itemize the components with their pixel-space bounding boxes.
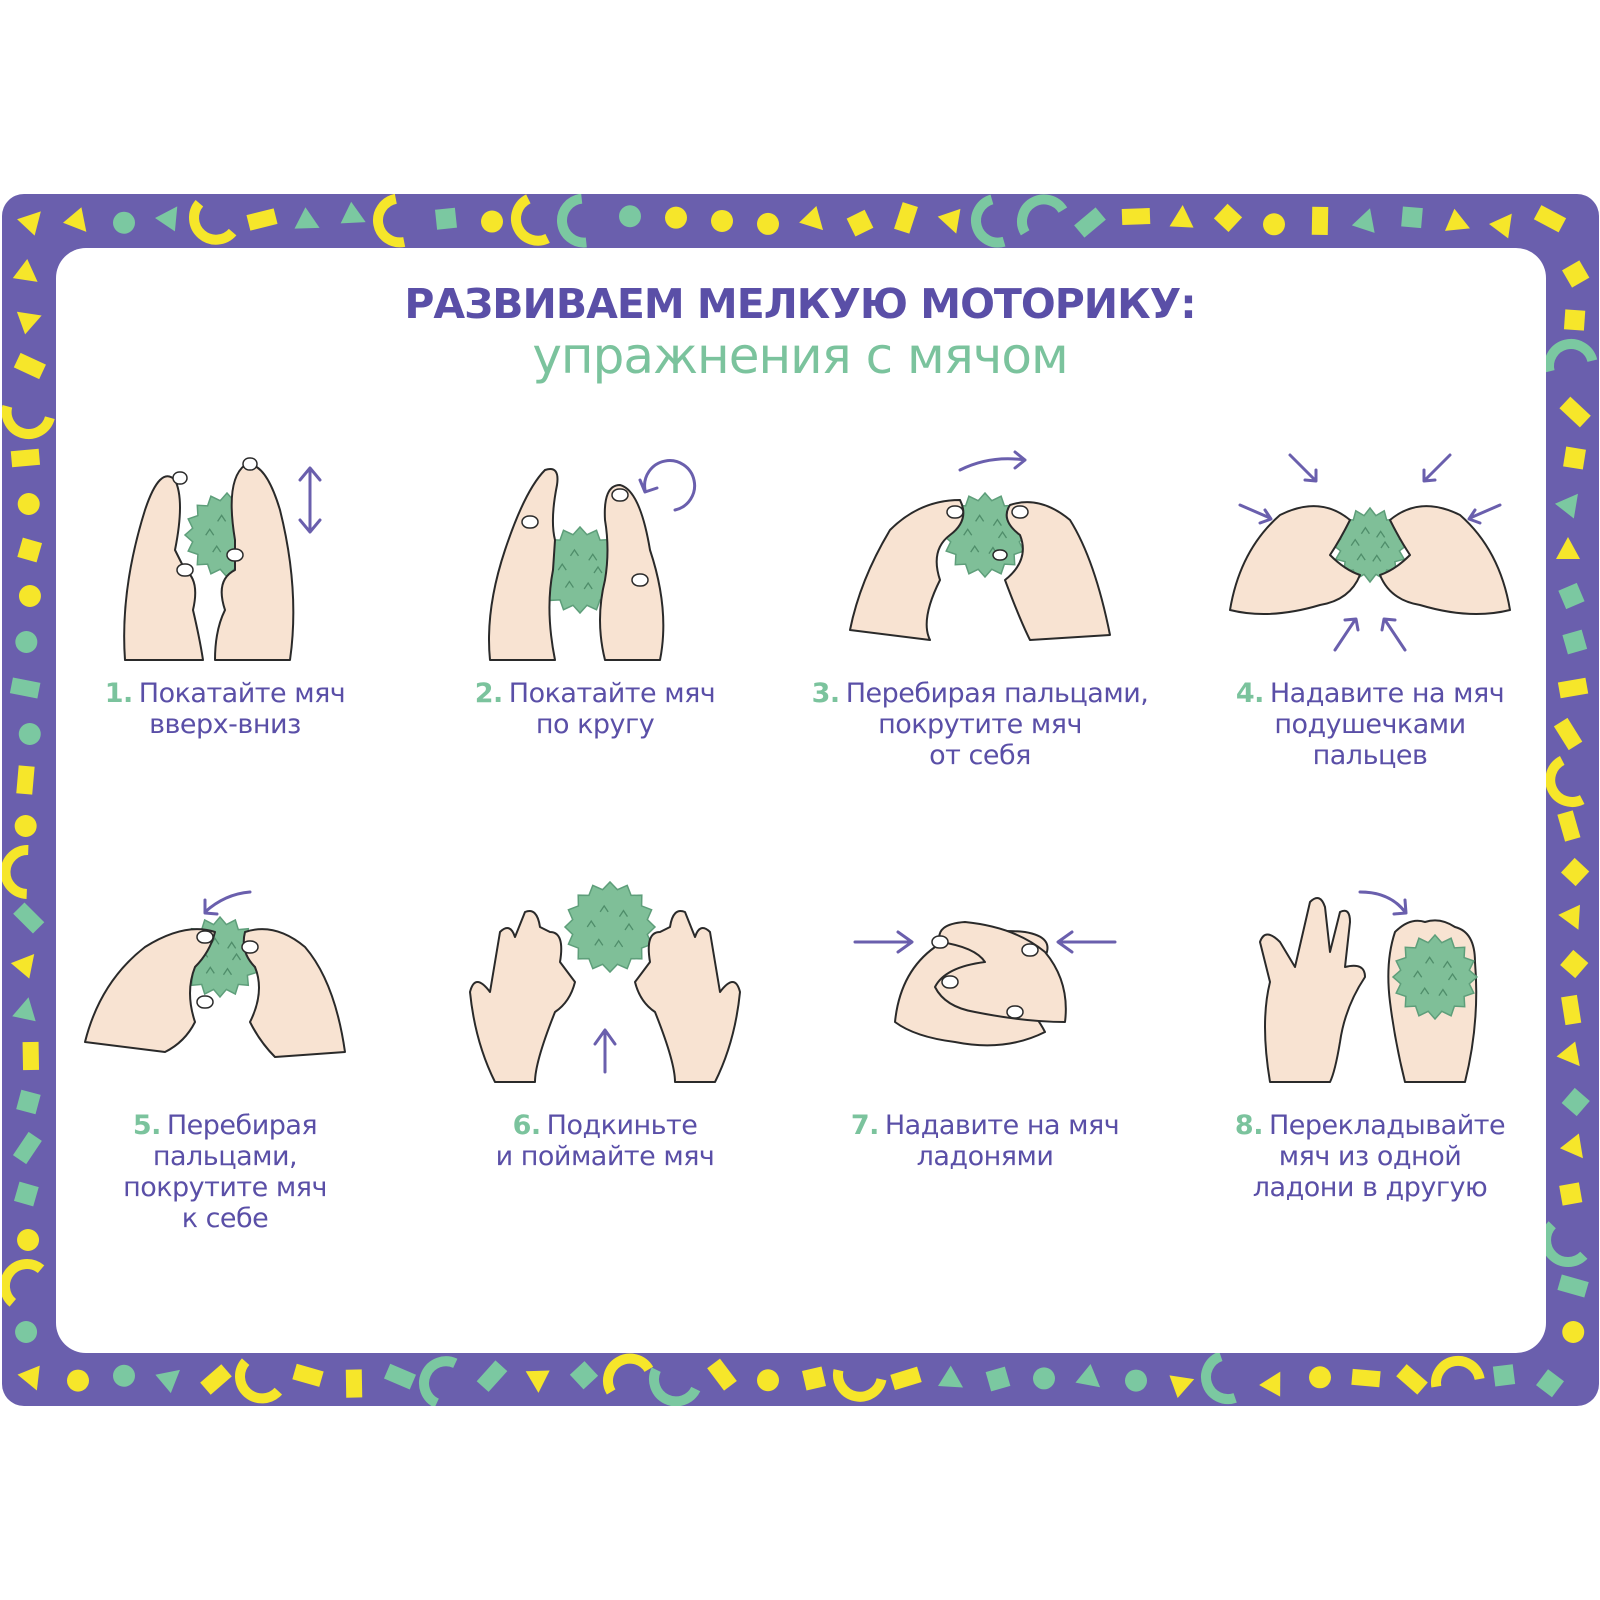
step-5: 5.Перебирая пальцами, покрутите мяч к се… bbox=[35, 872, 415, 1234]
step-text-line: Перебирая пальцами, bbox=[845, 678, 1149, 709]
fingers-roll-away-icon bbox=[849, 450, 1111, 641]
hands-roll-up-down-icon bbox=[123, 457, 322, 661]
step-text-line: пальцев bbox=[1312, 740, 1428, 771]
step-text-line: вверх-вниз bbox=[149, 709, 301, 740]
palm-to-palm-transfer-icon bbox=[1259, 890, 1479, 1083]
step-text-line: от себя bbox=[929, 740, 1031, 771]
step-text-line: ладонями bbox=[916, 1141, 1054, 1172]
step-number: 3. bbox=[811, 678, 841, 709]
step-text-line: Подкиньте bbox=[546, 1110, 698, 1141]
page-title: РАЗВИВАЕМ МЕЛКУЮ МОТОРИКУ: bbox=[404, 280, 1196, 328]
step-text-line: Перебирая bbox=[166, 1110, 318, 1141]
step-8: 8.Перекладывайте мяч из одной ладони в д… bbox=[1180, 872, 1560, 1203]
palms-press-icon bbox=[853, 921, 1117, 1047]
step-text-line: пальцами, bbox=[152, 1141, 298, 1172]
step-text-line: Покатайте мяч bbox=[138, 678, 346, 709]
fingertips-press-icon bbox=[1229, 453, 1511, 652]
step-number: 2. bbox=[474, 678, 504, 709]
decorative-frame bbox=[2, 194, 1599, 1406]
step-number: 8. bbox=[1234, 1110, 1264, 1141]
fingers-roll-toward-icon bbox=[84, 890, 346, 1058]
step-number: 7. bbox=[850, 1110, 880, 1141]
step-text-line: к себе bbox=[181, 1203, 269, 1234]
step-text-line: и поймайте мяч bbox=[495, 1141, 715, 1172]
step-number: 6. bbox=[512, 1110, 542, 1141]
step-2: 2.Покатайте мяч по кругу bbox=[405, 440, 785, 740]
confetti-border bbox=[2, 194, 1599, 1406]
step-number: 4. bbox=[1235, 678, 1265, 709]
step-text-line: Покатайте мяч bbox=[508, 678, 716, 709]
step-text-line: покрутите мяч bbox=[878, 709, 1082, 740]
step-text-line: ладони в другую bbox=[1252, 1172, 1488, 1203]
step-text-line: Перекладывайте bbox=[1268, 1110, 1506, 1141]
step-4: 4.Надавите на мяч подушечками пальцев bbox=[1180, 440, 1560, 771]
step-7: 7.Надавите на мяч ладонями bbox=[795, 872, 1175, 1172]
step-6: 6.Подкиньте и поймайте мяч bbox=[415, 872, 795, 1172]
step-1: 1.Покатайте мяч вверх-вниз bbox=[35, 440, 415, 740]
step-text-line: подушечками bbox=[1274, 709, 1466, 740]
step-text-line: Надавите на мяч bbox=[1269, 678, 1505, 709]
step-number: 1. bbox=[104, 678, 134, 709]
step-text-line: мяч из одной bbox=[1278, 1141, 1462, 1172]
toss-and-catch-icon bbox=[469, 880, 741, 1083]
hands-roll-circle-icon bbox=[488, 459, 697, 661]
step-number: 5. bbox=[132, 1110, 162, 1141]
page-subtitle: упражнения с мячом bbox=[532, 327, 1068, 385]
step-text-line: по кругу bbox=[535, 709, 655, 740]
step-text-line: покрутите мяч bbox=[123, 1172, 327, 1203]
step-3: 3.Перебирая пальцами, покрутите мяч от с… bbox=[790, 440, 1170, 771]
step-text-line: Надавите на мяч bbox=[884, 1110, 1120, 1141]
content-panel bbox=[56, 248, 1546, 1353]
